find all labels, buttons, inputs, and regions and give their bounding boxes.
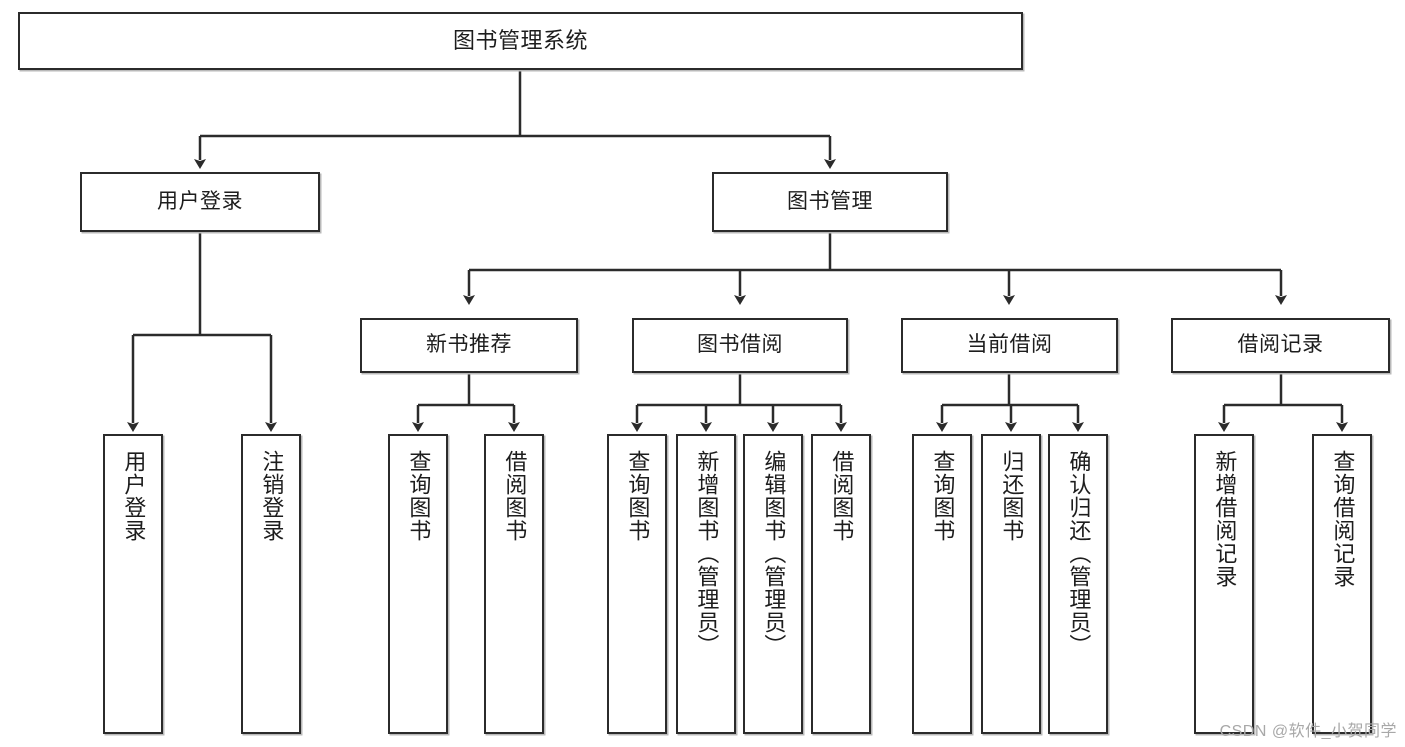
leaf-book-borrow-query[interactable]: 查询图书 bbox=[607, 434, 667, 734]
node-label: 查询图书 bbox=[625, 450, 651, 542]
node-label: 新书推荐 bbox=[426, 333, 512, 357]
leaf-book-borrow-edit[interactable]: 编辑图书（管理员） bbox=[743, 434, 803, 734]
node-label: 借阅记录 bbox=[1237, 333, 1324, 357]
node-label: 编辑图书（管理员） bbox=[761, 450, 787, 657]
node-label: 图书管理 bbox=[787, 189, 873, 213]
leaf-new-book-borrow[interactable]: 借阅图书 bbox=[484, 434, 544, 734]
node-label: 归还图书 bbox=[999, 450, 1025, 542]
leaf-borrow-record-add[interactable]: 新增借阅记录 bbox=[1194, 434, 1254, 734]
leaf-user-login-logout[interactable]: 注销登录 bbox=[241, 434, 301, 734]
node-label: 借阅图书 bbox=[502, 450, 528, 542]
node-label: 用户登录 bbox=[121, 450, 147, 542]
leaf-user-login-login[interactable]: 用户登录 bbox=[103, 434, 163, 734]
node-label: 新增借阅记录 bbox=[1212, 450, 1238, 588]
leaf-current-borrow-return[interactable]: 归还图书 bbox=[981, 434, 1041, 734]
leaf-new-book-query[interactable]: 查询图书 bbox=[388, 434, 448, 734]
node-label: 新增图书（管理员） bbox=[694, 450, 720, 657]
node-label: 图书借阅 bbox=[697, 333, 783, 357]
node-book-borrow[interactable]: 图书借阅 bbox=[632, 318, 848, 373]
csdn-watermark: CSDN @软件_小贺同学 bbox=[1219, 723, 1397, 740]
leaf-borrow-record-query[interactable]: 查询借阅记录 bbox=[1312, 434, 1372, 734]
node-label: 确认归还（管理员） bbox=[1066, 450, 1092, 657]
node-label: 当前借阅 bbox=[966, 333, 1053, 357]
leaf-book-borrow-borrow[interactable]: 借阅图书 bbox=[811, 434, 871, 734]
node-label: 用户登录 bbox=[157, 189, 243, 213]
node-new-book-recommend[interactable]: 新书推荐 bbox=[360, 318, 578, 373]
node-user-login[interactable]: 用户登录 bbox=[80, 172, 320, 232]
node-label: 查询借阅记录 bbox=[1330, 450, 1356, 588]
node-label: 查询图书 bbox=[930, 450, 956, 542]
node-label: 注销登录 bbox=[259, 450, 285, 542]
node-root-system[interactable]: 图书管理系统 bbox=[18, 12, 1023, 70]
node-current-borrow[interactable]: 当前借阅 bbox=[901, 318, 1118, 373]
node-label: 借阅图书 bbox=[829, 450, 855, 542]
node-borrow-record[interactable]: 借阅记录 bbox=[1171, 318, 1390, 373]
node-label: 图书管理系统 bbox=[452, 28, 588, 54]
leaf-book-borrow-add[interactable]: 新增图书（管理员） bbox=[676, 434, 736, 734]
leaf-current-borrow-query[interactable]: 查询图书 bbox=[912, 434, 972, 734]
node-label: 查询图书 bbox=[406, 450, 432, 542]
node-book-management[interactable]: 图书管理 bbox=[712, 172, 948, 232]
leaf-current-borrow-confirm-return[interactable]: 确认归还（管理员） bbox=[1048, 434, 1108, 734]
